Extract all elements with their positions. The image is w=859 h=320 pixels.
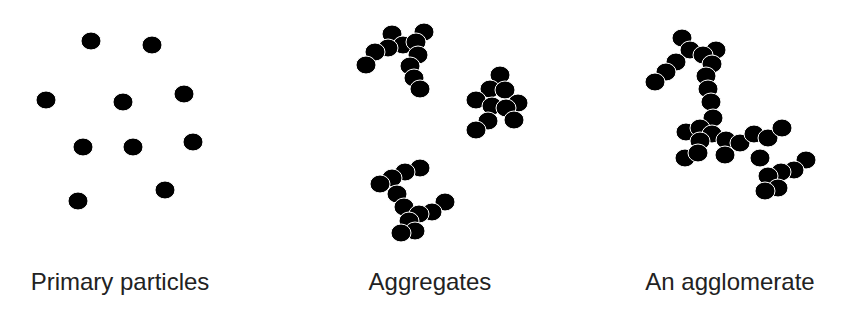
aggregate bbox=[466, 66, 528, 139]
agglomerate bbox=[645, 29, 816, 200]
panel-caption: An agglomerate bbox=[645, 268, 814, 297]
panel-caption: Aggregates bbox=[369, 268, 492, 297]
panel-caption: Primary particles bbox=[31, 268, 210, 297]
aggregate bbox=[356, 23, 434, 98]
primary-particles bbox=[36, 32, 203, 210]
aggregate bbox=[370, 159, 455, 242]
